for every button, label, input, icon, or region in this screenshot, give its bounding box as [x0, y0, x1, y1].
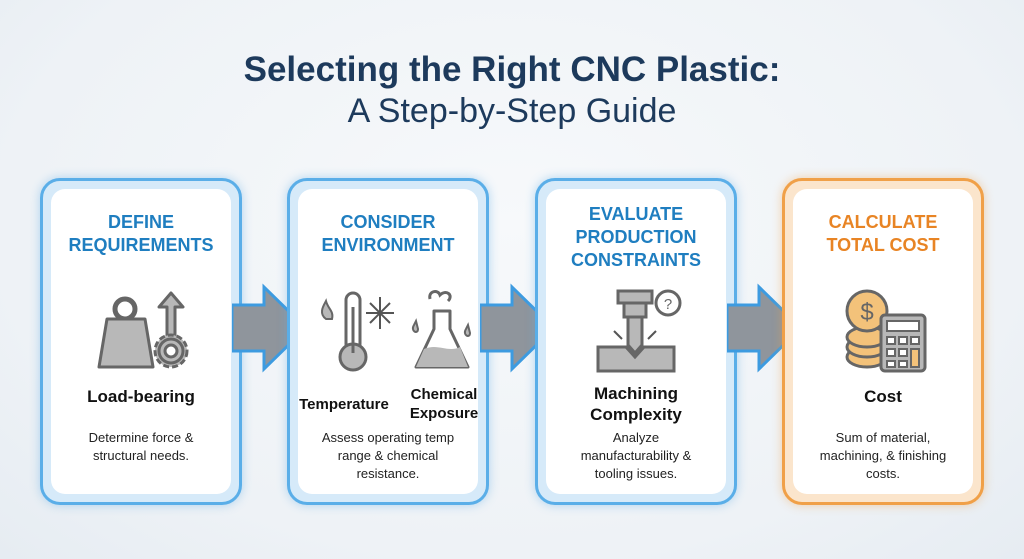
heading-line: CONSIDER [340, 212, 436, 232]
heading-line: DEFINE [107, 212, 174, 232]
heading-line: PRODUCTION [575, 227, 697, 247]
description-line: structural needs. [92, 448, 190, 463]
label-line: Complexity [590, 405, 682, 424]
heading-line: TOTAL COST [826, 235, 940, 255]
step-label: Load-bearing [87, 387, 195, 406]
chemical-flask-icon [411, 290, 472, 369]
step-label-chemical-exposure: Chemical Exposure [404, 385, 484, 423]
step-description: Assess operating temp range & chemical r… [298, 429, 478, 483]
title-line-1: Selecting the Right CNC Plastic: [243, 50, 781, 89]
heading-line: ENVIRONMENT [321, 235, 455, 255]
step-description: Analyze manufacturability & tooling issu… [546, 429, 726, 483]
heading-line: CALCULATE [828, 212, 938, 232]
step-heading: EVALUATE PRODUCTION CONSTRAINTS [546, 203, 726, 272]
label-line: Chemical [410, 386, 478, 403]
description-line: Assess operating temp [321, 430, 455, 445]
step-label: Machining Complexity [546, 383, 726, 425]
arrow-right-icon [232, 283, 309, 373]
heading-line: REQUIREMENTS [68, 235, 214, 255]
step-card-consider-environment: CONSIDER ENVIRONMENT Temperature Chemica… [287, 178, 489, 505]
description-line: Analyze [612, 430, 660, 445]
step-heading: CALCULATE TOTAL COST [793, 211, 973, 257]
description-line: resistance. [356, 466, 420, 481]
step-description: Determine force & structural needs. [51, 429, 231, 465]
svg-text:$: $ [860, 299, 873, 326]
description-line: Sum of material, [835, 430, 931, 445]
thermometer-icon [320, 291, 394, 372]
step-heading: DEFINE REQUIREMENTS [51, 211, 231, 257]
step-card-evaluate-production: EVALUATE PRODUCTION CONSTRAINTS ? Machin… [535, 178, 737, 505]
step-heading: CONSIDER ENVIRONMENT [298, 211, 478, 257]
description-line: costs. [866, 466, 900, 481]
arrow-right-icon [727, 283, 804, 373]
heading-line: EVALUATE [588, 204, 684, 224]
title-line-2: A Step-by-Step Guide [347, 92, 677, 130]
step-card-define-requirements: DEFINE REQUIREMENTS Load-bearing Determi… [40, 178, 242, 505]
label-line: Exposure [409, 405, 479, 422]
description-line: tooling issues. [594, 466, 678, 481]
coins-calculator-icon: $ [845, 289, 927, 373]
description-line: manufacturability & [580, 448, 692, 463]
step-card-calculate-cost: CALCULATE TOTAL COST $ Cost Sum of mater… [782, 178, 984, 505]
heading-line: CONSTRAINTS [571, 250, 701, 270]
step-label-temperature: Temperature [299, 396, 389, 413]
arrow-right-icon [480, 283, 557, 373]
description-line: machining, & finishing [819, 448, 947, 463]
cnc-drill-icon: ? [596, 289, 682, 373]
weight-gear-icon [97, 291, 189, 369]
description-line: Determine force & [88, 430, 194, 445]
svg-text:?: ? [664, 296, 672, 313]
step-label: Cost [864, 387, 902, 406]
label-line: Machining [593, 384, 679, 403]
step-description: Sum of material, machining, & finishing … [793, 429, 973, 483]
description-line: range & chemical [337, 448, 439, 463]
